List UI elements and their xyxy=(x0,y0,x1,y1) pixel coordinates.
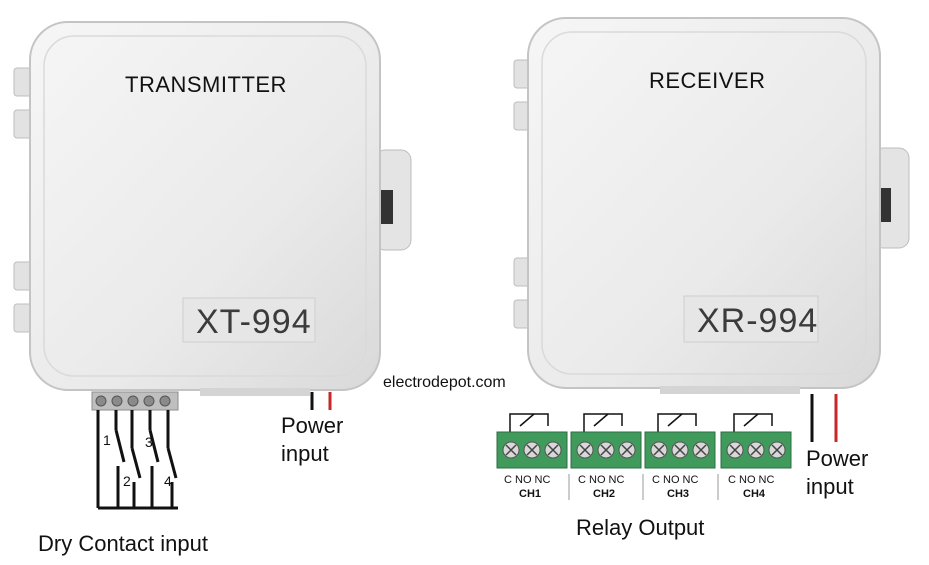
receiver-enclosure xyxy=(513,17,910,394)
relay-terminal-blocks xyxy=(496,413,792,500)
dry-contact-terminal-block xyxy=(91,391,179,411)
receiver-power-wires xyxy=(810,394,838,442)
switch-number-4: 4 xyxy=(164,473,172,489)
dry-contact-caption: Dry Contact input xyxy=(38,531,208,556)
transmitter-model: XT-994 xyxy=(196,303,312,341)
transmitter-title: TRANSMITTER xyxy=(125,72,287,97)
receiver-power-line1: Power xyxy=(806,446,869,471)
receiver-model: XR-994 xyxy=(697,302,819,340)
ch1-label: CH1 xyxy=(519,488,542,500)
dry-contact-wiring xyxy=(96,410,178,510)
switch-number-3: 3 xyxy=(145,434,153,450)
ch3-terminal-labels: C NO NC xyxy=(652,474,699,486)
ch2-terminal-labels: C NO NC xyxy=(578,474,625,486)
switch-number-1: 1 xyxy=(103,432,111,448)
receiver-power-line2: input xyxy=(806,474,854,499)
transmitter-power-wires xyxy=(310,392,332,410)
transmitter-enclosure xyxy=(13,21,412,396)
switch-number-2: 2 xyxy=(123,473,131,489)
ch4-label: CH4 xyxy=(743,488,766,500)
transmitter-power-label: Power input xyxy=(281,412,343,468)
transmitter-power-line2: input xyxy=(281,441,329,466)
ch3-label: CH3 xyxy=(667,488,690,500)
relay-output-caption: Relay Output xyxy=(576,515,705,540)
ch2-label: CH2 xyxy=(593,488,616,500)
ch4-terminal-labels: C NO NC xyxy=(728,474,775,486)
watermark-text: electrodepot.com xyxy=(383,374,506,391)
receiver-title: RECEIVER xyxy=(649,68,766,93)
receiver-power-label: Power input xyxy=(806,445,868,501)
ch1-terminal-labels: C NO NC xyxy=(504,474,551,486)
transmitter-power-line1: Power xyxy=(281,413,344,438)
